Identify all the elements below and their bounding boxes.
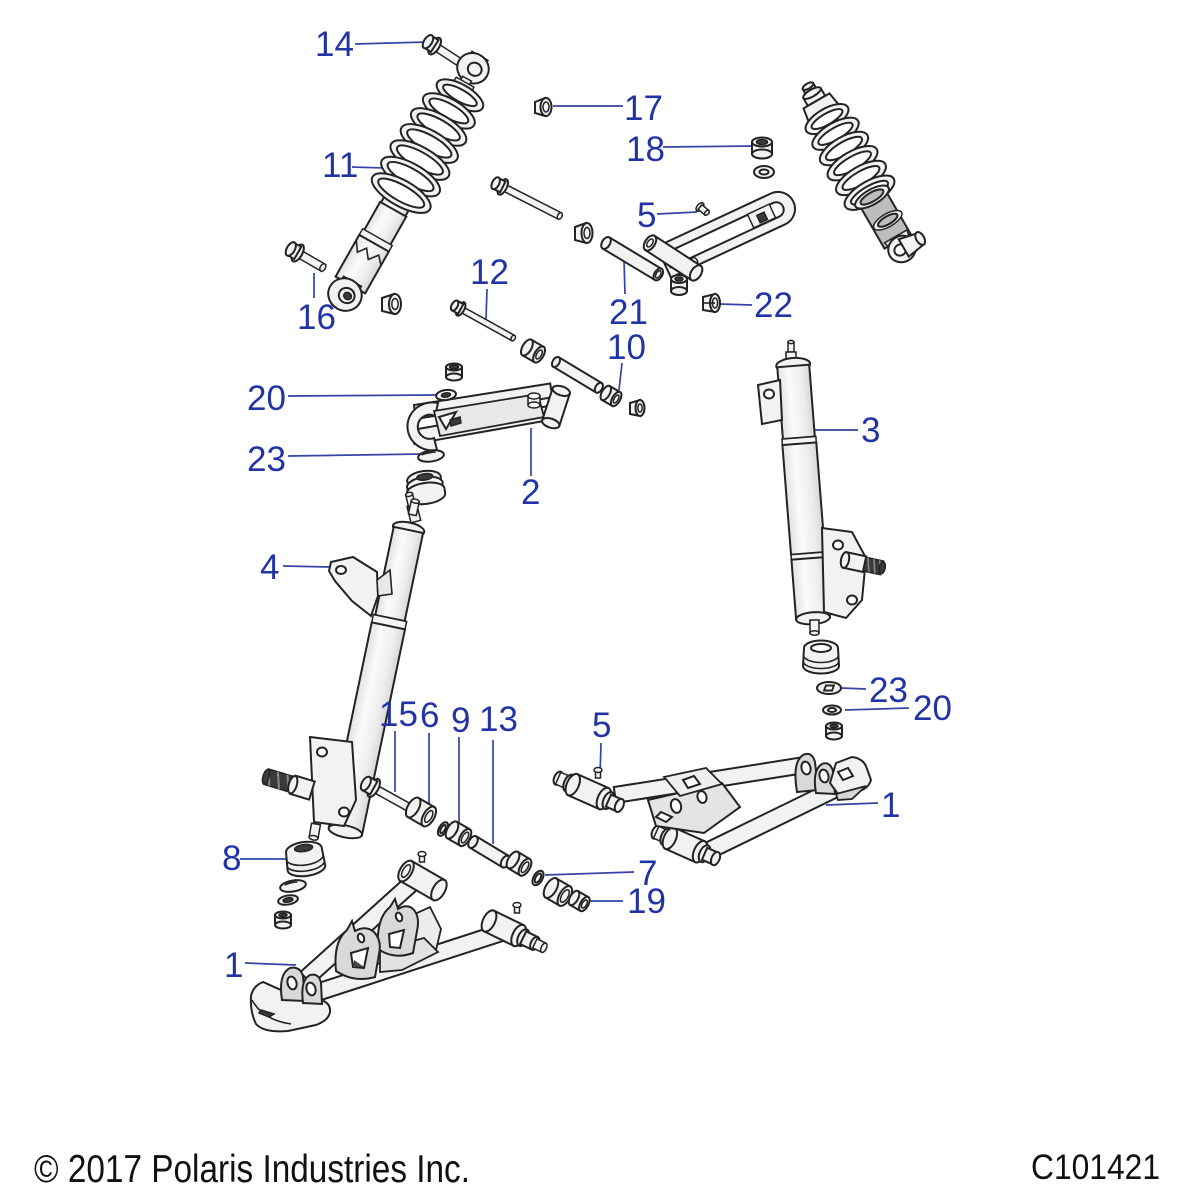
svg-text:6: 6	[420, 696, 439, 735]
svg-text:© 2017 Polaris Industries Inc.: © 2017 Polaris Industries Inc.	[34, 1148, 470, 1191]
svg-text:5: 5	[592, 706, 611, 745]
svg-text:17: 17	[624, 89, 663, 128]
svg-text:22: 22	[754, 286, 793, 325]
svg-text:5: 5	[637, 196, 656, 235]
svg-text:11: 11	[322, 146, 358, 185]
svg-text:12: 12	[470, 253, 509, 292]
svg-text:4: 4	[260, 548, 279, 587]
svg-text:13: 13	[479, 700, 518, 739]
svg-text:23: 23	[247, 440, 286, 479]
svg-text:18: 18	[626, 130, 665, 169]
svg-text:3: 3	[861, 411, 880, 450]
svg-text:19: 19	[627, 882, 666, 921]
svg-text:21: 21	[609, 293, 648, 332]
svg-text:1: 1	[224, 946, 243, 985]
svg-text:8: 8	[222, 839, 241, 878]
svg-text:20: 20	[247, 379, 286, 418]
svg-text:1: 1	[881, 786, 900, 825]
svg-text:14: 14	[315, 25, 354, 64]
svg-text:10: 10	[607, 328, 646, 367]
svg-text:9: 9	[451, 701, 470, 740]
svg-text:2: 2	[521, 473, 540, 512]
svg-text:20: 20	[913, 689, 952, 728]
svg-text:7: 7	[638, 854, 657, 893]
svg-text:C101421: C101421	[1031, 1148, 1160, 1187]
svg-text:16: 16	[297, 298, 336, 337]
svg-text:15: 15	[379, 695, 418, 734]
svg-text:23: 23	[869, 671, 908, 710]
